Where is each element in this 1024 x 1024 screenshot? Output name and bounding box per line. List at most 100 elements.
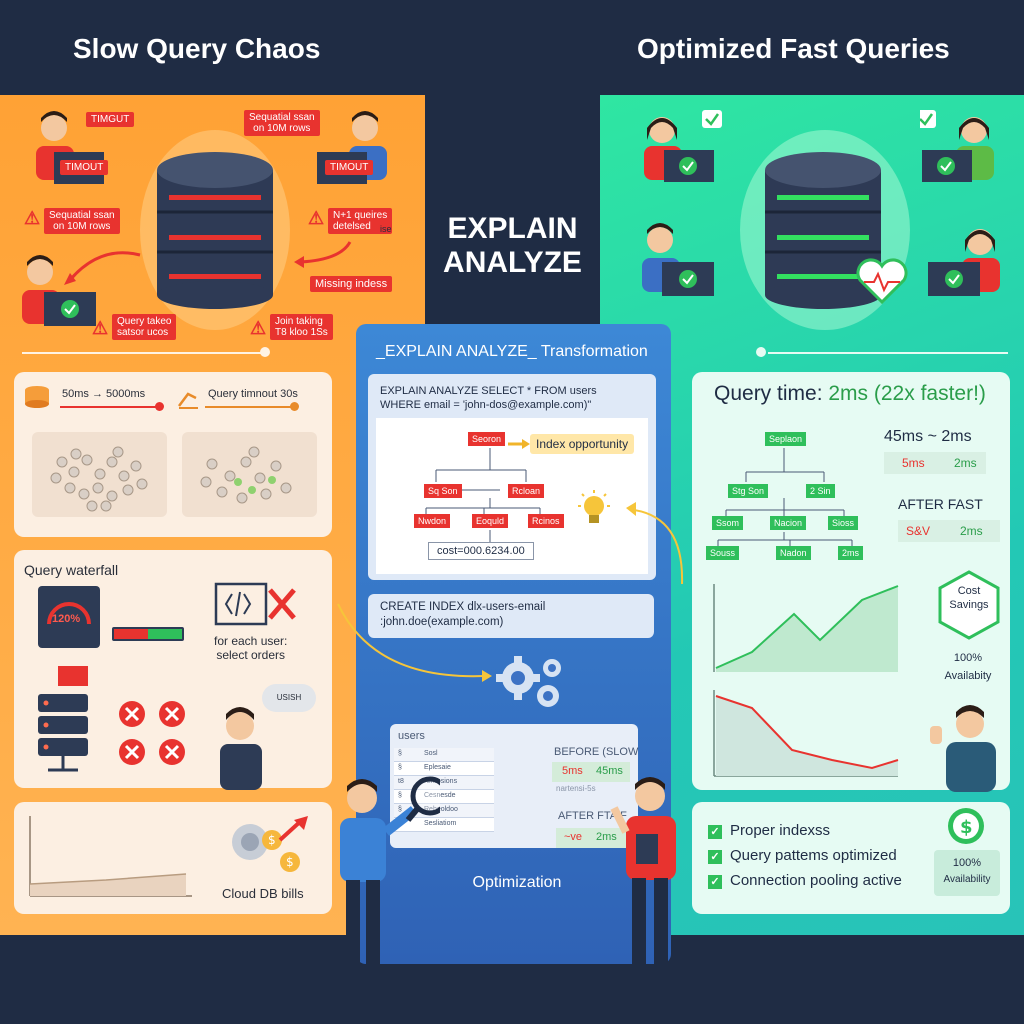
latency-range: 50ms → 5000ms [62, 388, 146, 400]
latency-chart [713, 690, 899, 777]
server-rack-icon [38, 666, 88, 772]
plan-node: Rcloan [508, 484, 545, 498]
before-box [552, 762, 630, 782]
table-cell: § [398, 750, 402, 757]
cost-savings-label: Cost Savings [949, 585, 989, 611]
table-cell: § [398, 806, 402, 813]
transformation-title: _EXPLAIN ANALYZE_ Transformation [376, 343, 648, 360]
row-cluster-1 [50, 446, 148, 512]
slow-database-icon [157, 152, 273, 309]
checklist-item: ✓Query pattems optimized [708, 847, 902, 872]
plan-node: Sioss [828, 516, 859, 530]
dollar-shield-icon: $ [948, 808, 984, 844]
latency-knob [155, 402, 164, 411]
cloud-db-bills: Cloud DB bills [222, 886, 304, 901]
divider-knob [756, 347, 766, 357]
warning-icon: ⚠ [250, 318, 267, 338]
table-cell: Rebeoldoo [424, 806, 458, 813]
tag-timeout: TIMGUT [86, 112, 135, 127]
divider [22, 352, 267, 354]
user-3 [22, 255, 96, 326]
plan-node: 2ms [838, 546, 864, 560]
check-icon: ✓ [708, 825, 722, 839]
range-before: 5ms [902, 456, 925, 470]
engineer-with-tablet [610, 777, 676, 966]
svg-text:$: $ [268, 833, 276, 847]
check-icon: ✓ [708, 875, 722, 889]
optimization-label: Optimization [472, 874, 562, 891]
table-cell: Cesnesde [420, 790, 494, 803]
flow-arrow-icon [337, 603, 492, 682]
plan-node: Souss [706, 546, 740, 560]
cost-savings-badge [938, 570, 1000, 640]
table-row: §Sosl [394, 748, 494, 762]
plan-tree-lines [425, 439, 541, 546]
checklist: ✓Proper indexss ✓Query pattems optimized… [708, 822, 902, 897]
money-gear-icon: $ $ [232, 816, 308, 872]
range-after: 2ms [954, 456, 977, 470]
availability-badge-pct: 100% [952, 857, 982, 869]
red-arrow-icon [294, 241, 352, 268]
availability-pct: 100% [953, 652, 983, 664]
table-row: § Cesnesde [394, 790, 494, 804]
table-row: § Eplesaie [394, 762, 494, 776]
tag-n1-suffix: ise [380, 224, 392, 234]
fast-range: 45ms ~ 2ms [884, 428, 972, 445]
divider [768, 352, 1008, 354]
plan-node: Nwdon [414, 514, 451, 528]
timeout-knob [290, 402, 299, 411]
frustrated-user-2 [317, 111, 387, 184]
tag-query-taken: Query takeo satsor ucos [112, 314, 177, 340]
plan-node: Rcinos [528, 514, 564, 528]
waterfall-title: Query waterfall [24, 562, 119, 578]
error-x-icons [119, 701, 185, 765]
checklist-item: ✓Connection pooling active [708, 872, 902, 897]
before-value-b: 45ms [596, 765, 623, 777]
table-cell: Sesliatiom [424, 820, 457, 827]
table-cell: Ninrosions [424, 778, 458, 785]
tag-seqscan-left: Sequatial ssan on 10M rows [44, 208, 120, 234]
confused-user [220, 707, 262, 790]
lightbulb-icon [578, 490, 610, 523]
plan-node-root: Seoron [468, 432, 506, 446]
throughput-chart [713, 584, 899, 672]
row-cluster-2 [200, 446, 292, 504]
warning-icon: ⚠ [308, 208, 325, 228]
database-stack-icon [25, 386, 49, 408]
plan-node-root: Seplaon [765, 432, 807, 446]
create-index-statement: CREATE INDEX dlx-users-email :john.doe(e… [380, 601, 546, 628]
center-title: EXPLAIN ANALYZE [443, 212, 582, 279]
plan-node: Nacion [770, 516, 807, 530]
before-note: nartensi-5s [556, 784, 596, 793]
plan-node: Eoquld [472, 514, 509, 528]
query-timeout: Query timnout 30s [208, 388, 298, 400]
screen-timeout-2: TIMOUT [325, 160, 374, 175]
right-title: Optimized Fast Queries [637, 33, 950, 64]
table-cell: t8 [398, 778, 404, 785]
query-time-value: 2ms (22x faster!) [828, 382, 986, 405]
plan-cost: cost=000.6234.00 [428, 542, 534, 560]
create-index-card [368, 594, 654, 638]
check-icon: ✓ [708, 850, 722, 864]
happy-user-2 [920, 110, 994, 182]
table-cell: Eplesaie [424, 764, 451, 771]
latency-bar [60, 406, 160, 408]
tag-n1-queries: N+1 queires detelsed [328, 208, 393, 234]
timeout-bar [205, 406, 295, 408]
explain-query: EXPLAIN ANALYZE SELECT * FROM users WHER… [380, 385, 597, 411]
tag-missing-index: Missing indess [310, 276, 393, 292]
before-value-a: 5ms [562, 765, 583, 777]
table-cell: § [398, 764, 402, 771]
left-title: Slow Query Chaos [73, 33, 321, 64]
before-label: BEFORE (SLOW [554, 746, 639, 758]
divider-knob [260, 347, 270, 357]
table-cell: § [398, 792, 402, 799]
plan-node: Nadon [776, 546, 811, 560]
thought-bubble: USISH [262, 684, 316, 712]
availability-badge-label: Availability [943, 874, 991, 885]
after-box [556, 828, 630, 848]
thumbs-up-user [930, 705, 996, 792]
query-time-label: Query time: [714, 382, 829, 405]
code-error-icon [214, 582, 296, 626]
users-table-title: users [398, 730, 425, 742]
